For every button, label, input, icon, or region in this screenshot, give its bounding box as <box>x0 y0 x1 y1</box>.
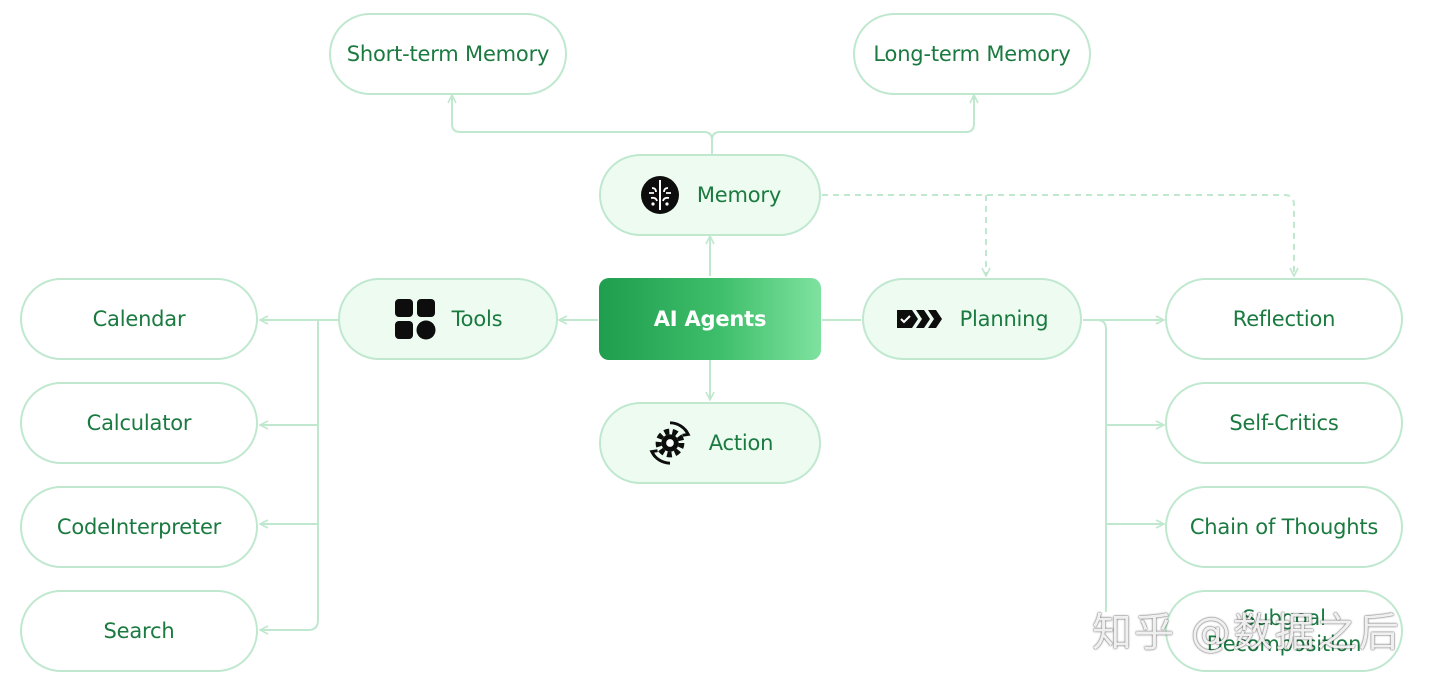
long-term-memory-node: Long-term Memory <box>853 13 1091 95</box>
connector-tools-trunk <box>260 319 338 630</box>
self-critics-node: Self-Critics <box>1165 382 1403 464</box>
node-label: Action <box>708 431 774 455</box>
connector-memory-planning-dashed <box>822 194 1294 276</box>
connector-memory-long-term <box>711 95 974 141</box>
connector-memory-short-term <box>452 95 713 154</box>
node-label: Tools <box>451 307 503 331</box>
tools-node: Tools <box>338 278 558 360</box>
node-label: Search <box>103 619 175 643</box>
node-label: Short-term Memory <box>346 42 550 66</box>
node-label: Self-Critics <box>1229 411 1339 435</box>
search-node: Search <box>20 590 258 672</box>
code-interpreter-node: CodeInterpreter <box>20 486 258 568</box>
watermark: 知乎 @数据之后 <box>1092 610 1401 656</box>
chevrons-check-icon <box>896 310 942 328</box>
node-label: Calculator <box>86 411 192 435</box>
node-label: Calendar <box>92 307 186 331</box>
node-label-line-2: Decomposition <box>1206 632 1362 656</box>
ai-agents-core-node: AI Agents <box>599 278 821 360</box>
subgoal-decomposition-node: Subgoal Decomposition <box>1165 590 1403 672</box>
node-label: Long-term Memory <box>873 42 1071 66</box>
connector-planning-trunk <box>1083 319 1107 612</box>
memory-node: Memory <box>599 154 821 236</box>
reflection-node: Reflection <box>1165 278 1403 360</box>
short-term-memory-node: Short-term Memory <box>329 13 567 95</box>
planning-node: Planning <box>862 278 1082 360</box>
node-label: AI Agents <box>653 307 767 331</box>
node-label: Chain of Thoughts <box>1189 515 1379 539</box>
chain-of-thoughts-node: Chain of Thoughts <box>1165 486 1403 568</box>
gear-cycle-icon <box>649 421 691 465</box>
node-label-line-1: Subgoal <box>1242 606 1326 630</box>
brain-icon <box>640 176 679 214</box>
node-label: Planning <box>959 307 1049 331</box>
grid-shapes-icon <box>394 299 436 340</box>
node-label: Memory <box>696 183 782 207</box>
node-label: CodeInterpreter <box>56 515 222 539</box>
calendar-node: Calendar <box>20 278 258 360</box>
node-label: Reflection <box>1232 307 1336 331</box>
action-node: Action <box>599 402 821 484</box>
calculator-node: Calculator <box>20 382 258 464</box>
